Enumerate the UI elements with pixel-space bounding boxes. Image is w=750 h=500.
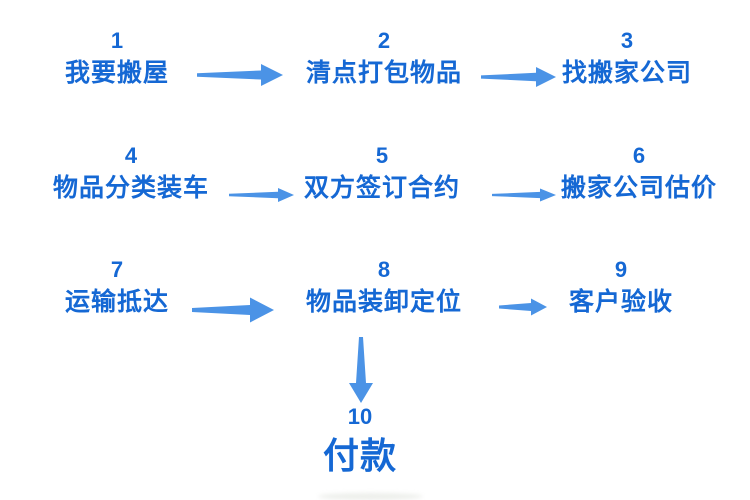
step-number: 8 bbox=[377, 257, 391, 282]
step-label: 客户验收 bbox=[568, 288, 673, 316]
arrow-right-icon bbox=[229, 185, 294, 205]
arrow-right-icon bbox=[492, 186, 556, 204]
step-8: 8 物品装卸定位 bbox=[234, 256, 534, 318]
step-label: 我要搬屋 bbox=[64, 59, 169, 87]
step-label: 找搬家公司 bbox=[561, 59, 692, 87]
step-number: 5 bbox=[375, 143, 389, 168]
step-label: 搬家公司估价 bbox=[560, 174, 717, 202]
step-number: 1 bbox=[110, 28, 124, 53]
step-number: 6 bbox=[632, 143, 646, 168]
arrow-right-icon bbox=[481, 64, 556, 90]
step-10: 10 付款 bbox=[210, 403, 510, 479]
step-label: 物品装卸定位 bbox=[305, 288, 462, 316]
arrow-right-icon bbox=[192, 295, 274, 325]
arrow-right-icon bbox=[197, 61, 283, 89]
bottom-artifact bbox=[318, 493, 423, 500]
step-4: 4 物品分类装车 bbox=[0, 142, 281, 204]
step-9: 9 客户验收 bbox=[471, 256, 750, 318]
step-label: 运输抵达 bbox=[64, 288, 169, 316]
step-number: 2 bbox=[377, 28, 391, 53]
step-3: 3 找搬家公司 bbox=[477, 27, 750, 89]
step-number: 4 bbox=[124, 143, 138, 168]
step-6: 6 搬家公司估价 bbox=[489, 142, 750, 204]
arrow-right-icon bbox=[499, 297, 547, 317]
step-2: 2 清点打包物品 bbox=[234, 27, 534, 89]
step-label: 清点打包物品 bbox=[305, 59, 462, 87]
step-number: 9 bbox=[614, 257, 628, 282]
step-1: 1 我要搬屋 bbox=[0, 27, 267, 89]
step-5: 5 双方签订合约 bbox=[232, 142, 532, 204]
step-7: 7 运输抵达 bbox=[0, 256, 267, 318]
step-label: 付款 bbox=[322, 435, 397, 476]
step-number: 3 bbox=[620, 28, 634, 53]
arrow-down-icon bbox=[347, 337, 375, 403]
step-label: 双方签订合约 bbox=[303, 174, 460, 202]
step-label: 物品分类装车 bbox=[52, 174, 209, 202]
step-number: 10 bbox=[347, 404, 373, 429]
step-number: 7 bbox=[110, 257, 124, 282]
